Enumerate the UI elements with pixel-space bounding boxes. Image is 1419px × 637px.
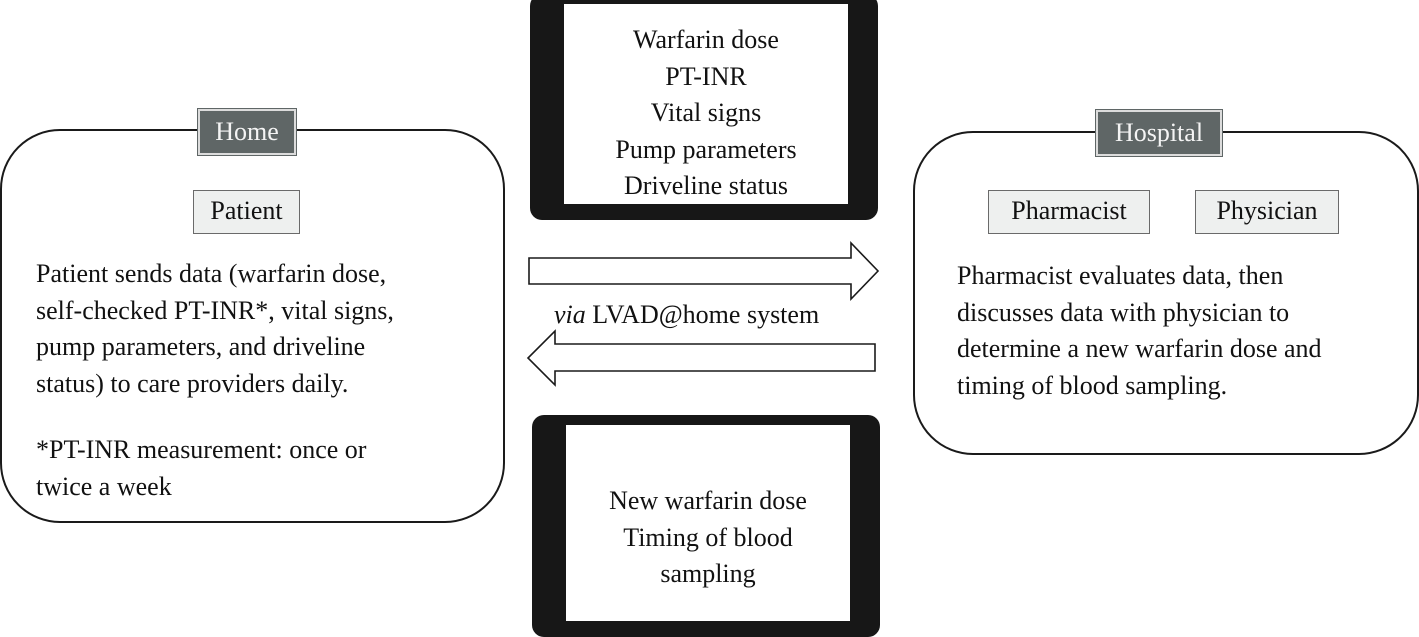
sent-data-item: PT-INR xyxy=(665,61,747,91)
sent-data-item: Pump parameters xyxy=(615,134,797,164)
physician-box: Physician xyxy=(1195,190,1339,234)
hospital-description-line: Pharmacist evaluates data, then xyxy=(957,261,1284,290)
home-tag: Home xyxy=(197,108,297,156)
sent-data-item: Vital signs xyxy=(650,98,762,127)
sent-data-item: Driveline status xyxy=(624,171,788,200)
patient-description: Patient sends data (warfarin dose, self-… xyxy=(36,256,394,402)
pharmacist-box: Pharmacist xyxy=(988,190,1150,234)
tablet-top: Warfarin dose PT-INR Vital signs Pump pa… xyxy=(530,0,878,220)
patient-description-line: Patient sends data (warfarin dose, xyxy=(36,259,387,288)
via-lvad-home-label: via LVAD@home system xyxy=(554,297,819,333)
pt-inr-footnote: *PT-INR measurement: once or twice a wee… xyxy=(36,432,366,505)
patient-box: Patient xyxy=(193,190,300,234)
hospital-description-line: timing of blood sampling. xyxy=(957,370,1228,400)
arrow-left-icon xyxy=(526,329,876,387)
hospital-description-line: determine a new warfarin dose and xyxy=(957,334,1322,363)
hospital-tag: Hospital xyxy=(1095,109,1223,157)
returned-data-item: sampling xyxy=(660,559,756,588)
tablet-bottom-screen: New warfarin dose Timing of blood sampli… xyxy=(566,425,850,621)
patient-description-line: self-checked PT-INR*, vital signs, xyxy=(36,295,394,325)
sent-data-list: Warfarin dose PT-INR Vital signs Pump pa… xyxy=(564,22,848,205)
patient-description-line: pump parameters, and driveline xyxy=(36,332,366,361)
hospital-description: Pharmacist evaluates data, then discusse… xyxy=(957,258,1322,404)
footnote-line: twice a week xyxy=(36,471,172,501)
hospital-panel xyxy=(913,131,1419,455)
tablet-bottom: New warfarin dose Timing of blood sampli… xyxy=(532,415,880,637)
hospital-description-line: discusses data with physician to xyxy=(957,297,1290,327)
system-name: LVAD@home system xyxy=(585,300,820,329)
sent-data-item: Warfarin dose xyxy=(633,25,779,54)
returned-data-item: New warfarin dose xyxy=(609,486,807,515)
returned-data-list: New warfarin dose Timing of blood sampli… xyxy=(566,483,850,593)
footnote-line: *PT-INR measurement: once or xyxy=(36,435,367,464)
via-word: via xyxy=(554,300,586,329)
patient-description-line: status) to care providers daily. xyxy=(36,368,349,398)
returned-data-item: Timing of blood xyxy=(623,522,793,552)
arrow-right-icon xyxy=(528,241,880,301)
tablet-top-screen: Warfarin dose PT-INR Vital signs Pump pa… xyxy=(564,4,848,204)
